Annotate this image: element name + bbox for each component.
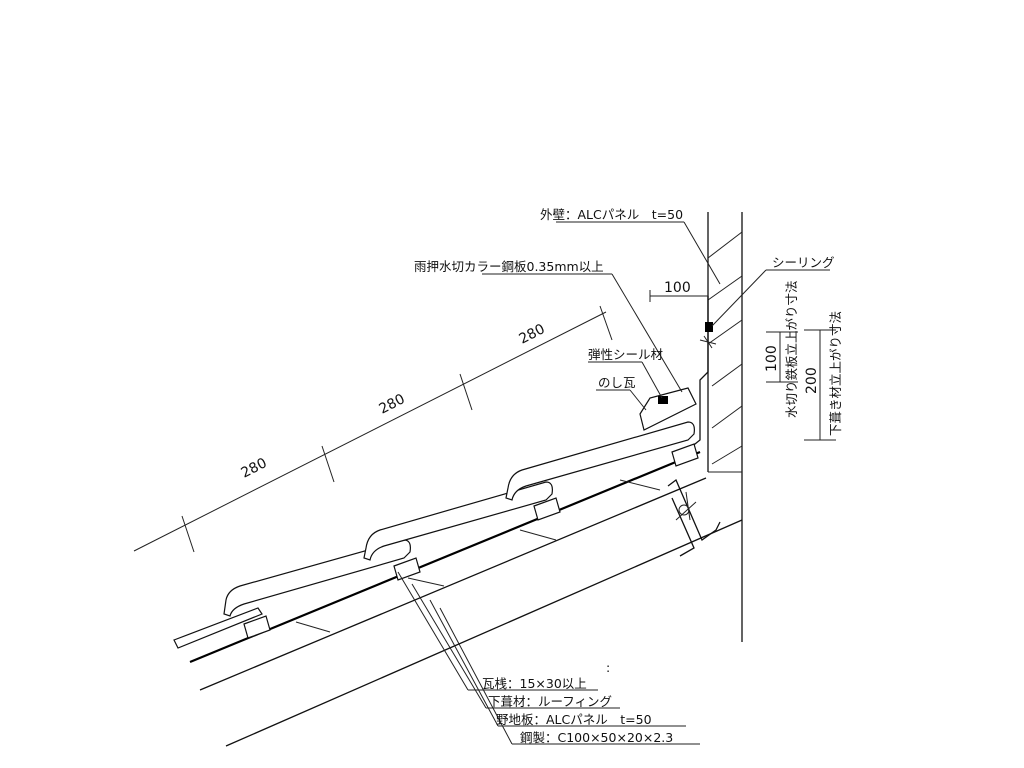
underlay-rise-value: 200 [804, 367, 820, 394]
ridge-tile-leader: のし瓦 [596, 375, 647, 411]
flashing-rise-value: 100 [764, 345, 780, 372]
flashing-leader: 雨押水切カラー鋼板0.35mm以上 [414, 259, 683, 393]
callout-colon: : [606, 660, 610, 675]
steel-label: 鋼製：C100×50×20×2.3 [520, 730, 673, 745]
outer-wall [707, 212, 743, 642]
flashing-label: 雨押水切カラー鋼板0.35mm以上 [414, 259, 604, 274]
tile-pitch-1: 280 [239, 455, 270, 481]
tile-pitch-2: 280 [377, 391, 408, 417]
elastic-seal-leader: 弾性シール材 [588, 347, 663, 399]
flashing-rise-dimension: 100 水切り鉄板立上がり寸法 [764, 280, 799, 418]
bottom-callouts: : 瓦桟：15×30以上 下葺材：ルーフィング 野地板：ALCパネル t=50 … [397, 571, 700, 745]
outer-wall-leader: 外壁：ALCパネル t=50 [540, 207, 721, 285]
flashing-rise-label: 水切り鉄板立上がり寸法 [784, 280, 799, 418]
sealing-bead [705, 322, 713, 332]
sealing-label: シーリング [772, 255, 835, 270]
outer-wall-label: 外壁：ALCパネル t=50 [540, 207, 683, 222]
elastic-seal-block [658, 396, 668, 404]
steel-bracket [667, 478, 721, 557]
tile-battens [243, 443, 699, 639]
ridge-tile-label: のし瓦 [598, 375, 636, 390]
wall-offset-value: 100 [664, 280, 691, 296]
sheathing-label: 野地板：ALCパネル t=50 [496, 712, 652, 727]
roof-tiles [173, 387, 697, 649]
batten-label: 瓦桟：15×30以上 [482, 676, 587, 691]
roof-sheathing [189, 450, 743, 747]
underlay-rise-dimension: 200 下葺き材立上がり寸法 [804, 311, 843, 441]
wall-offset-dimension: 100 [649, 280, 708, 302]
fastener-icon [699, 335, 717, 349]
underlay-rise-label: 下葺き材立上がり寸法 [828, 311, 843, 436]
underlay-label: 下葺材：ルーフィング [488, 694, 612, 709]
elastic-seal-label: 弾性シール材 [588, 347, 663, 362]
sealing-leader: シーリング [711, 255, 835, 327]
flashing-plate [689, 296, 717, 449]
